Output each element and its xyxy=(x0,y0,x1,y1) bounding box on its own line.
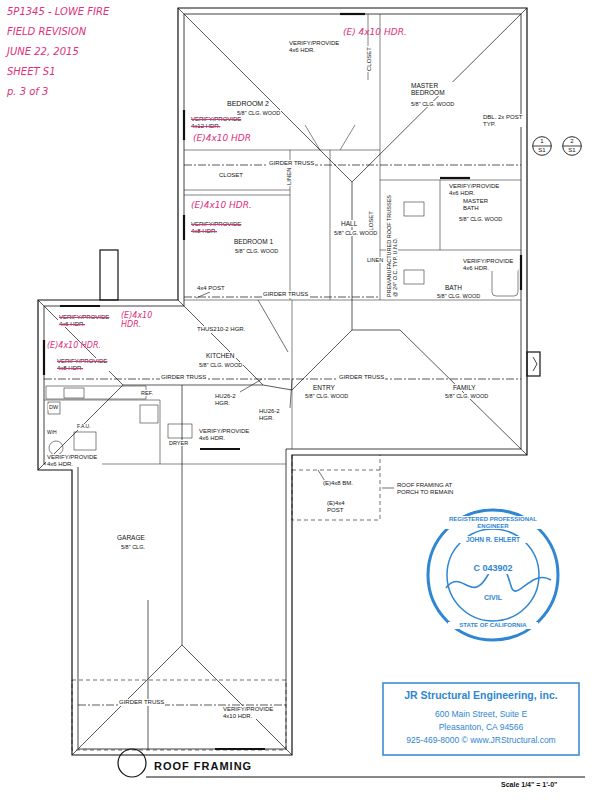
stamp-text: REGISTERED PROFESSIONAL ENGINEER xyxy=(445,516,541,529)
plan-label: REF. xyxy=(140,390,154,396)
plan-label: F.A.U. xyxy=(76,424,92,430)
plan-label: THUS210-2 HGR. xyxy=(196,326,246,333)
section-mark-text: S1 xyxy=(532,147,552,154)
hip-lines xyxy=(38,8,527,755)
plan-label: VERIFY/PROVIDE 4x6 HDR. xyxy=(198,428,254,441)
plan-label: 5/8" CLG. WOOD xyxy=(444,393,489,399)
handwritten-note: SHEET S1 xyxy=(6,66,57,77)
field-revision-note: (E)4x10 HDR. xyxy=(46,342,102,351)
eave-outline xyxy=(38,8,527,755)
plan-label: PREMANUFACTURED ROOF TRUSSES @ 24" O.C. … xyxy=(386,188,398,298)
title-underline xyxy=(146,777,585,778)
drawing-title: ROOF FRAMING xyxy=(154,760,252,772)
plan-label: (E)4x4 POST xyxy=(326,500,360,513)
detail-bubble xyxy=(118,749,146,777)
plan-label: MASTER BATH xyxy=(462,198,499,211)
title-block-text: 600 Main Street, Suite E xyxy=(386,710,576,719)
plan-label: 5/8" CLG. xyxy=(120,544,146,550)
plan-label: (E)4x8 BM. xyxy=(322,480,354,487)
section-mark-text: 2 xyxy=(562,138,582,145)
plan-label: KITCHEN xyxy=(205,352,236,359)
stamp-text: C 043902 xyxy=(458,564,528,574)
handwritten-note: p. 3 of 3 xyxy=(6,86,49,97)
plan-label: HU26-2 HGR. xyxy=(258,408,290,421)
plan-label: GIRDER TRUSS xyxy=(160,374,207,381)
plan-label: LINEN xyxy=(286,166,293,186)
chimney xyxy=(100,250,118,300)
stamp-text: CIVIL xyxy=(468,594,518,602)
plan-label: VERIFY/PROVIDE 4x8 HDR. xyxy=(56,358,110,371)
plan-label: GARAGE xyxy=(116,534,146,541)
handwritten-note: FIELD REVISION xyxy=(6,26,87,37)
plan-label: 5/8" CLG. WOOD xyxy=(436,293,481,299)
plan-label: FAMILY xyxy=(452,384,477,391)
plan-label: VERIFY/PROVIDE 4x12 HDR. xyxy=(190,116,250,129)
plan-label: 5/8" CLG. WOOD xyxy=(234,248,279,254)
engineer-stamp: REGISTERED PROFESSIONAL ENGINEER JOHN R. … xyxy=(426,508,560,642)
leaders xyxy=(196,292,394,488)
interior-walls xyxy=(44,14,521,464)
plan-label: VERIFY/PROVIDE 4x6 HDR. xyxy=(58,314,112,327)
field-revision-note: (E)4x10 HDR. xyxy=(120,312,164,330)
plan-label: GIRDER TRUSS xyxy=(338,374,385,381)
plan-label: 5/8" CLG. WOOD xyxy=(333,230,378,236)
plan-label: CLOSET xyxy=(218,172,244,179)
section-mark-text: 1 xyxy=(532,138,552,145)
plan-label: 5/8" CLG. WOOD xyxy=(410,101,455,107)
headers xyxy=(44,14,521,749)
plan-label: DRYER xyxy=(168,440,189,446)
plan-label: 4x4 POST xyxy=(196,285,226,292)
plan-label: BATH xyxy=(444,284,463,291)
plan-label: 5/8" CLG. WOOD xyxy=(198,362,243,368)
handwritten-note: JUNE 22, 2015 xyxy=(6,46,80,57)
section-mark-text: S1 xyxy=(562,147,582,154)
plan-label: ROOF FRAMING AT PORCH TO REMAIN xyxy=(396,482,460,495)
plan-label: HALL xyxy=(340,220,358,227)
title-block-text: JR Structural Engineering, inc. xyxy=(386,690,576,702)
title-block-text: 925-469-8000 © www.JRStructural.com xyxy=(386,736,576,745)
title-block-text: Pleasanton, CA 94566 xyxy=(386,723,576,732)
plan-label: VERIFY/PROVIDE 4x6 HDR. xyxy=(462,258,518,271)
plan-label: VERIFY/PROVIDE 4x6 HDR. xyxy=(288,40,340,53)
plan-label: W/H xyxy=(46,430,58,436)
handwritten-note: 5P1345 - LOWE FIRE xyxy=(6,6,110,17)
section-marker: 2S1 xyxy=(562,136,582,156)
field-revision-note: (E)4x10 HDR xyxy=(192,134,252,144)
section-marker: 1S1 xyxy=(532,136,552,156)
plan-label: 5/8" CLG. WOOD xyxy=(304,393,349,399)
wall-outline xyxy=(44,14,521,749)
plan-label: MASTER BEDROOM xyxy=(410,82,454,96)
fireplace xyxy=(527,352,540,376)
plan-label: BEDROOM 1 xyxy=(233,238,274,245)
plan-label: VERIFY/PROVIDE 4x8 HDR. xyxy=(190,221,246,234)
field-revision-note: (E)4x10 HDR. xyxy=(190,201,253,211)
plan-label: ENTRY xyxy=(312,384,336,391)
stamp-text: JOHN R. EHLERT xyxy=(453,536,533,543)
field-revision-note: (E) 4x10 HDR. xyxy=(342,28,408,38)
plan-label: BEDROOM 2 xyxy=(226,100,270,108)
plan-label: DBL. 2x POST TYP. xyxy=(482,114,524,127)
plan-label: CLOSET xyxy=(366,46,373,72)
plan-label: LINEN xyxy=(366,257,384,263)
plan-label: VERIFY/PROVIDE 4x6 HDR. xyxy=(46,454,102,467)
plan-label: HU26-2 HGR. xyxy=(214,393,246,406)
plan-label: VERIFY/PROVIDE 4x10 HDR. xyxy=(222,706,276,719)
plan-label: GIRDER TRUSS xyxy=(118,699,165,706)
plan-label: Scale 1/4" = 1'-0" xyxy=(500,781,558,789)
plan-label: GIRDER TRUSS xyxy=(262,291,309,298)
plan-label: 5/8" CLG. WOOD xyxy=(458,216,503,222)
stamp-text: STATE OF CALIFORNIA xyxy=(448,622,538,629)
plan-label: DW xyxy=(48,404,59,410)
porch-lines xyxy=(72,455,380,750)
plan-label: VERIFY/PROVIDE 4x6 HDR. xyxy=(448,183,504,196)
title-block: JR Structural Engineering, inc. 600 Main … xyxy=(382,682,580,756)
